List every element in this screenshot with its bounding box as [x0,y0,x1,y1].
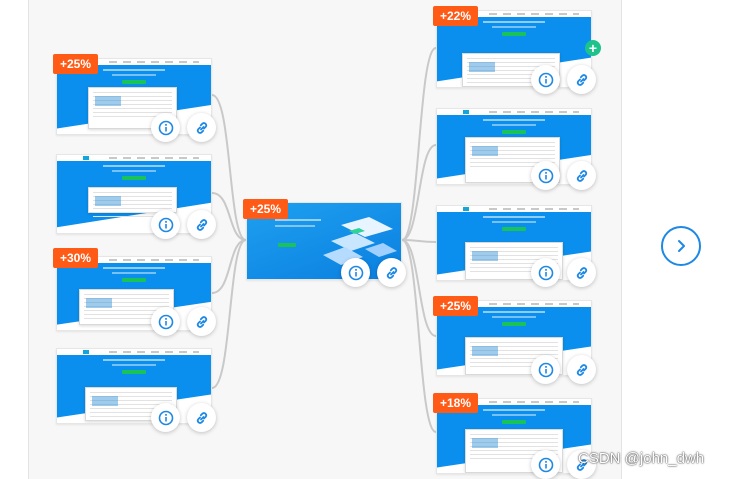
connector-right-4 [401,239,437,337]
link-icon [576,458,587,471]
left-variant-card-3[interactable] [56,256,212,331]
connector-right-5 [401,239,437,433]
info-button[interactable] [341,258,370,287]
link-button[interactable] [377,258,406,287]
link-icon [576,73,587,86]
info-button[interactable] [151,210,180,239]
info-button[interactable] [531,161,560,190]
site-logo [463,207,469,211]
info-icon [538,72,553,87]
info-icon [158,217,173,232]
chevron-right-icon [678,240,685,252]
connector-right-3 [401,239,437,243]
info-button[interactable] [531,450,560,479]
site-logo [83,350,89,354]
link-button[interactable] [187,307,216,336]
info-icon [158,410,173,425]
conversion-badge: +22% [433,6,479,26]
site-logo [463,110,469,114]
link-button[interactable] [567,161,596,190]
next-page-button[interactable] [661,226,701,266]
link-icon [386,266,397,279]
link-button[interactable] [187,113,216,142]
link-icon [576,266,587,279]
link-icon [196,121,207,134]
info-icon [538,168,553,183]
conversion-badge: +30% [53,248,99,268]
site-logo [83,156,89,160]
info-icon [538,362,553,377]
link-icon [196,315,207,328]
link-icon [576,169,587,182]
info-icon [348,265,363,280]
link-button[interactable] [567,450,596,479]
connector-left-2 [211,192,247,241]
connector-left-4 [211,239,247,389]
info-icon [158,120,173,135]
link-icon [196,411,207,424]
info-icon [538,457,553,472]
conversion-badge: +18% [433,393,479,413]
conversion-badge: +25% [433,296,479,316]
watermark: CSDN @john_dwh [578,450,705,467]
info-button[interactable] [531,258,560,287]
link-button[interactable] [187,403,216,432]
page-preview [464,137,561,183]
left-variant-card-2[interactable] [56,154,212,234]
link-icon [576,363,587,376]
right-variant-card-2[interactable] [436,108,592,185]
link-button[interactable] [567,355,596,384]
connector-left-1 [211,94,247,241]
conversion-badge: +25% [243,199,289,219]
info-button[interactable] [151,113,180,142]
connector-right-1 [401,47,437,241]
left-variant-card-1[interactable] [56,58,212,135]
left-margin [0,0,28,479]
info-icon [158,314,173,329]
conversion-badge: +25% [53,54,99,74]
info-button[interactable] [151,307,180,336]
info-icon [538,265,553,280]
link-button[interactable] [187,210,216,239]
plus-icon[interactable]: + [585,40,601,56]
link-icon [196,218,207,231]
info-button[interactable] [531,65,560,94]
info-button[interactable] [531,355,560,384]
connector-left-3 [211,239,247,294]
connector-right-2 [401,144,437,241]
info-button[interactable] [151,403,180,432]
link-button[interactable] [567,258,596,287]
link-button[interactable] [567,65,596,94]
left-variant-card-4[interactable] [56,348,212,424]
